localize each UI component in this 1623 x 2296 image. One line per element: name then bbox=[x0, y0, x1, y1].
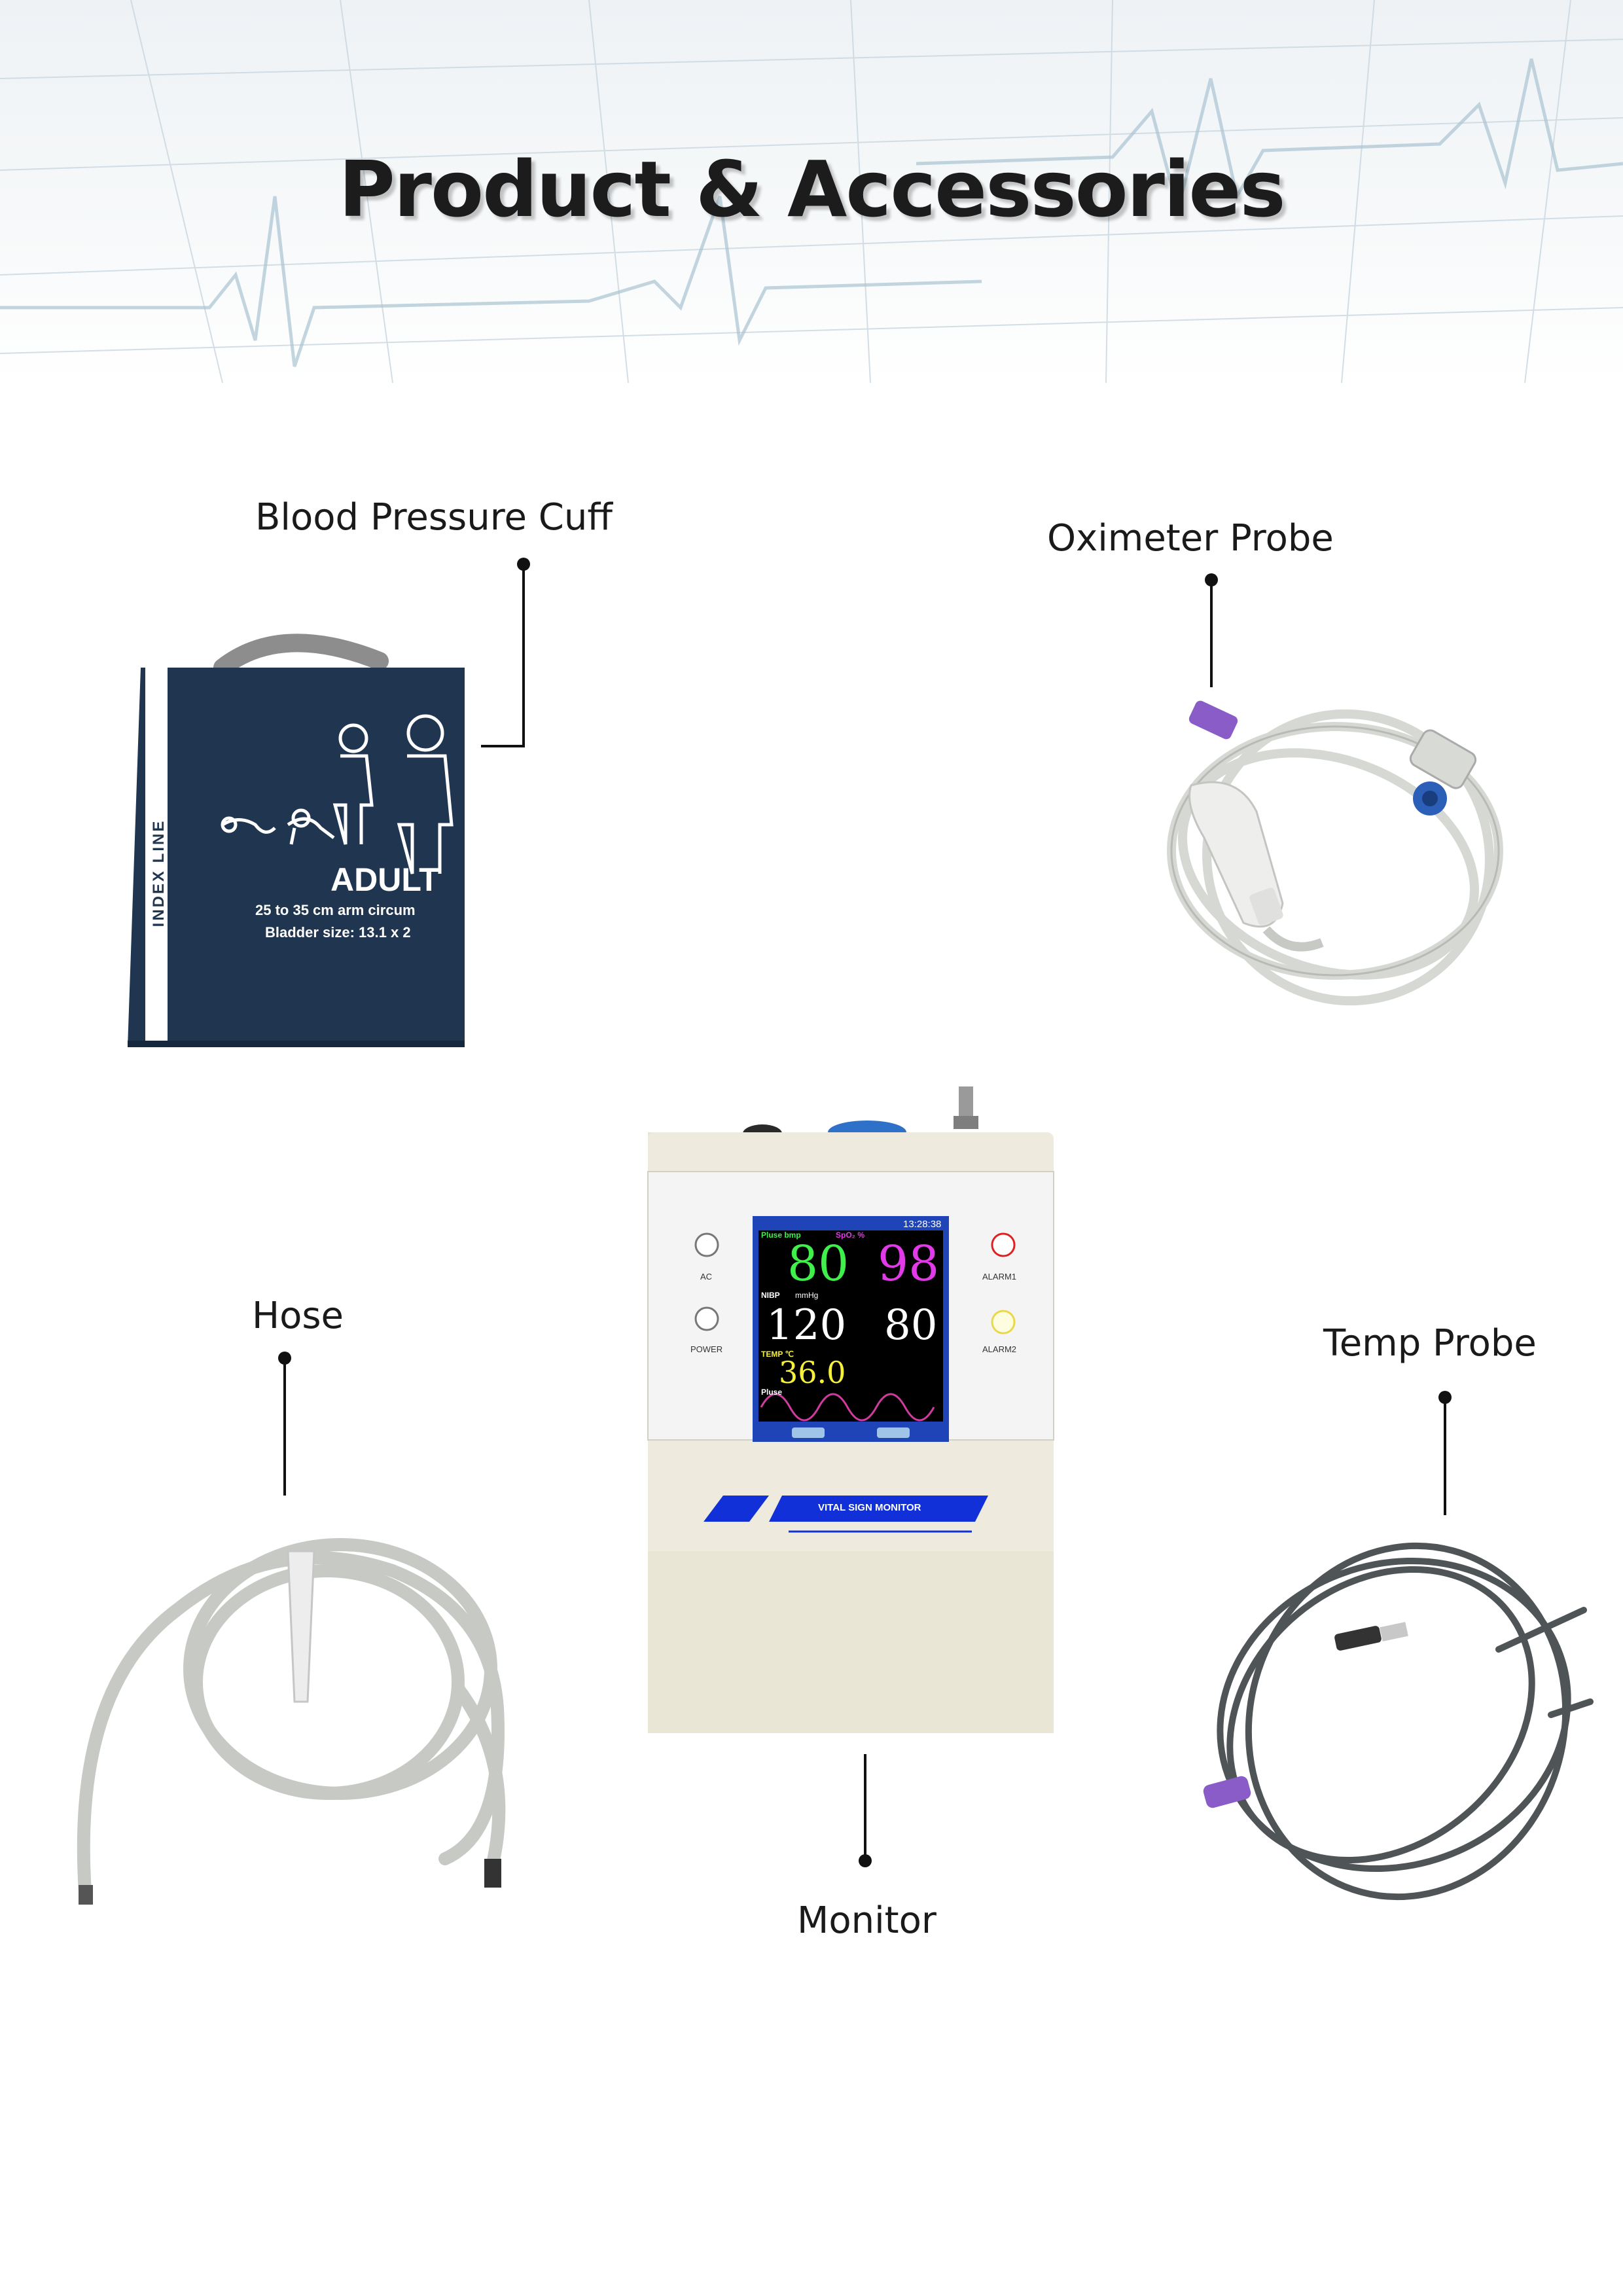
monitor-brand-label: VITAL SIGN MONITOR bbox=[818, 1502, 921, 1513]
vital-sign-monitor-device: 13:28:38 Pluse bmp SpO₂ % 80 98 NIBP mmH… bbox=[645, 1080, 1057, 1741]
page-title: Product & Accessories bbox=[338, 144, 1285, 234]
monitor-wave-label: Pluse bbox=[761, 1388, 783, 1397]
label-hose: Hose bbox=[252, 1295, 344, 1337]
monitor-power-label: POWER bbox=[690, 1344, 723, 1354]
monitor-alarm1-label: ALARM1 bbox=[982, 1272, 1017, 1282]
monitor-diastolic-value: 80 bbox=[884, 1301, 938, 1350]
monitor-nibp-label: NIBP bbox=[761, 1291, 780, 1300]
cuff-index-line-text: INDEX LINE bbox=[150, 819, 168, 927]
oximeter-probe-image bbox=[1152, 668, 1518, 1034]
label-oximeter-probe: Oximeter Probe bbox=[1047, 517, 1334, 560]
monitor-pulse-value: 80 bbox=[787, 1236, 849, 1292]
monitor-nibp-unit: mmHg bbox=[795, 1291, 819, 1300]
label-blood-pressure-cuff: Blood Pressure Cuff bbox=[255, 496, 613, 539]
monitor-time: 13:28:38 bbox=[903, 1219, 942, 1230]
cuff-circumference-text: 25 to 35 cm arm circum bbox=[255, 902, 416, 918]
cuff-size-text: ADULT bbox=[330, 861, 439, 898]
monitor-systolic-value: 120 bbox=[766, 1301, 847, 1350]
monitor-ac-label: AC bbox=[700, 1272, 713, 1282]
header-banner bbox=[0, 0, 1623, 383]
cuff-bladder-text: Bladder size: 13.1 x 2 bbox=[265, 924, 411, 941]
monitor-spo2-value: 98 bbox=[878, 1236, 940, 1292]
label-temp-probe: Temp Probe bbox=[1323, 1322, 1537, 1365]
monitor-pulse-label: Pluse bmp bbox=[761, 1230, 801, 1240]
temp-probe-image bbox=[1198, 1518, 1603, 1924]
blood-pressure-cuff-image: INDEX LINE ADULT 25 to 35 cm arm circum … bbox=[124, 628, 478, 1054]
ecg-grid-background bbox=[0, 0, 1623, 383]
monitor-temp-label: TEMP ℃ bbox=[761, 1350, 794, 1359]
hose-image bbox=[65, 1492, 563, 1911]
monitor-spo2-label: SpO₂ % bbox=[836, 1230, 865, 1240]
label-monitor: Monitor bbox=[797, 1899, 936, 1942]
monitor-temp-value: 36.0 bbox=[779, 1355, 846, 1390]
monitor-alarm2-label: ALARM2 bbox=[982, 1344, 1017, 1354]
